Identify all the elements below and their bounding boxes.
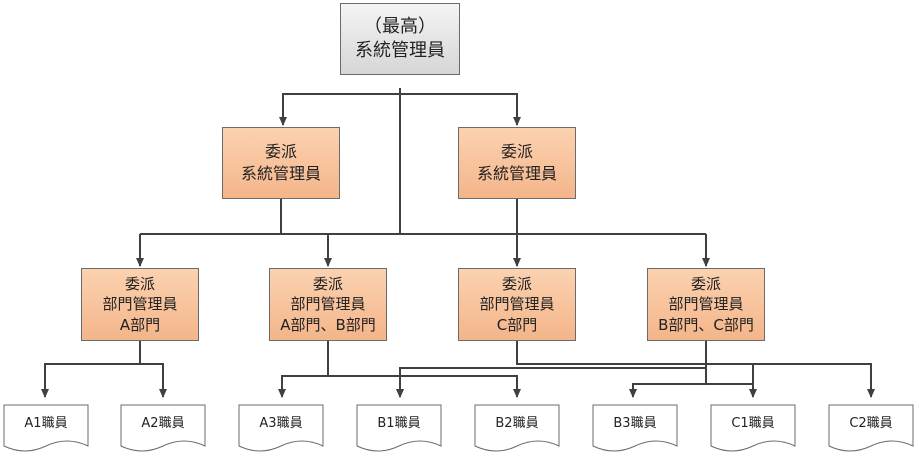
dept-scope: B部門、C部門: [658, 315, 754, 334]
connector-dept-c-to-staff: [516, 340, 757, 398]
top-node-line1: （最高）: [364, 15, 436, 37]
dept-label: 委派: [124, 275, 155, 294]
top-system-admin-node: （最高） 系統管理員: [340, 3, 460, 75]
delegate-label: 委派: [264, 142, 297, 162]
connector-dept-ab-to-staff: [278, 340, 329, 398]
delegate-role: 系統管理員: [240, 164, 321, 183]
delegate-label: 委派: [500, 142, 533, 162]
doc-shape-b2: [474, 404, 560, 452]
doc-shape-c2: [828, 404, 914, 452]
staff-a3: A3職員: [259, 416, 302, 431]
staff-c1: C1職員: [731, 416, 774, 431]
connector-dept-bc-to-staff: [396, 340, 707, 398]
dept-admin-node-c: 委派 部門管理員 C部門: [458, 268, 576, 341]
delegate-role: 系統管理員: [476, 164, 557, 183]
delegate-system-admin-node: 委派 系統管理員: [458, 127, 576, 199]
doc-shape-b1: [356, 404, 442, 452]
dept-label: 委派: [312, 275, 343, 294]
dept-admin-node-ab: 委派 部門管理員 A部門、B部門: [269, 268, 387, 341]
connector-dept-a-to-staff: [41, 340, 141, 398]
doc-shape-b3: [592, 404, 678, 452]
dept-scope: C部門: [496, 315, 538, 334]
dept-role: 部門管理員: [102, 295, 178, 314]
doc-shape-a3: [238, 404, 324, 452]
dept-label: 委派: [501, 275, 532, 294]
staff-a1: A1職員: [24, 416, 67, 431]
dept-label: 委派: [690, 275, 721, 294]
dept-role: 部門管理員: [668, 295, 744, 314]
doc-shape-c1: [710, 404, 796, 452]
delegate-system-admin-node: 委派 系統管理員: [222, 127, 340, 199]
staff-b3: B3職員: [613, 416, 656, 431]
staff-b2: B2職員: [495, 416, 538, 431]
dept-admin-node-bc: 委派 部門管理員 B部門、C部門: [647, 268, 765, 341]
staff-a2: A2職員: [141, 416, 184, 431]
doc-shape-a2: [120, 404, 206, 452]
doc-shape-a1: [3, 404, 89, 452]
dept-admin-node-a: 委派 部門管理員 A部門: [81, 268, 199, 341]
dept-scope: A部門、B部門: [280, 315, 376, 334]
connector-top-to-delegates: [279, 88, 401, 126]
dept-scope: A部門: [119, 315, 161, 334]
staff-c2: C2職員: [849, 416, 892, 431]
dept-role: 部門管理員: [290, 295, 366, 314]
top-node-line2: 系統管理員: [355, 40, 445, 61]
staff-b1: B1職員: [377, 416, 420, 431]
dept-role: 部門管理員: [479, 295, 555, 314]
